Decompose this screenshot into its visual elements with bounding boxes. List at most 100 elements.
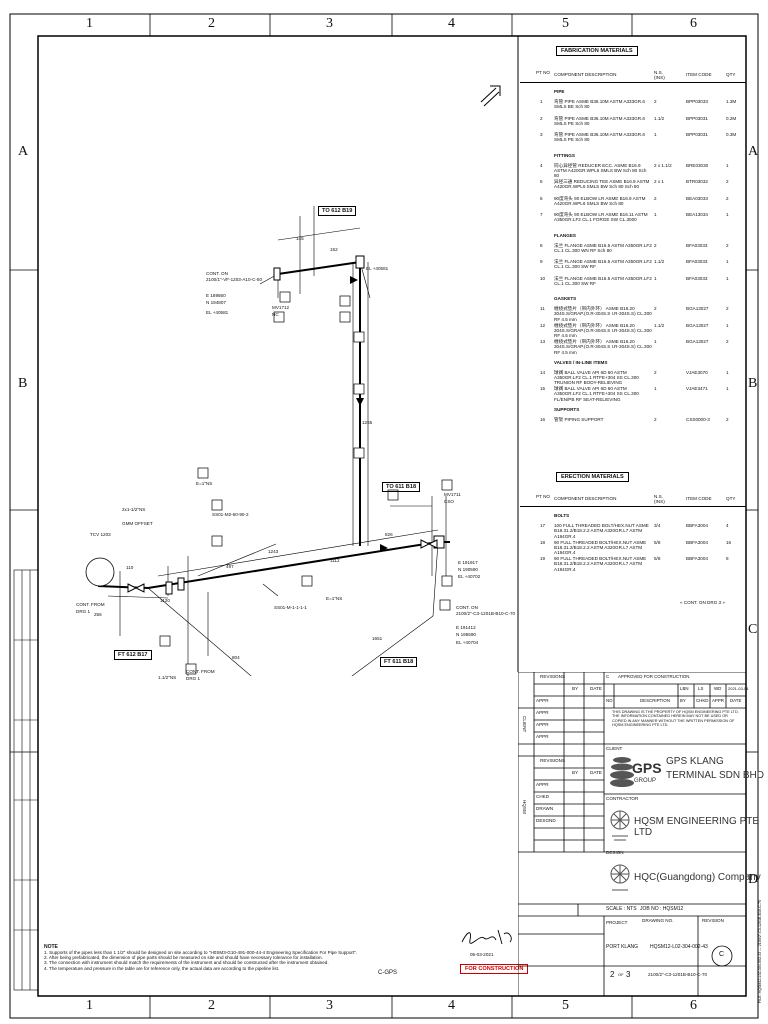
bom-cell-ns: 1 bbox=[654, 339, 657, 344]
signature-date: 05-03-2021 bbox=[470, 952, 494, 957]
bom-cell-desc: 100 FULL THREADED BOLT/HEX.NUT ASME B18.… bbox=[554, 523, 649, 539]
bom-cell-ns: 1 bbox=[654, 275, 657, 281]
rev-row-by: LBN bbox=[680, 686, 689, 691]
side-file-text: FILE: HQSM12-L02-304-002-43 — 2100/2"-C3… bbox=[758, 900, 762, 1003]
appr-5: APPR bbox=[536, 782, 549, 787]
col-ns: N.S. (INS) bbox=[654, 70, 665, 81]
grid-col-2-bottom: 2 bbox=[208, 998, 215, 1013]
isometric-piping-drawing bbox=[85, 85, 501, 676]
sheet-of: OF bbox=[618, 972, 624, 977]
tag-to-612-b19: TO 612 B19 bbox=[318, 206, 357, 216]
erection-title: ERECTION MATERIALS bbox=[556, 472, 629, 482]
signature-icon bbox=[461, 929, 512, 945]
rev-hdr-chkd: CHKD bbox=[696, 698, 709, 703]
bom-cell-qty: 16 bbox=[726, 539, 732, 545]
bom-cell-ns: 1 bbox=[654, 212, 657, 217]
rev-hdr-desc: DESCRIPTION bbox=[640, 698, 671, 703]
bom-cell-code: BPP03033 bbox=[686, 99, 708, 104]
bom-cell-pt: 11 bbox=[540, 306, 545, 311]
bom-cell-desc: 异径三通 REDUCING TEE ASME B16.9 ASTM A420GR… bbox=[554, 179, 650, 190]
rev-row-date: 2021-03-04 bbox=[728, 686, 749, 691]
bom-cell-ns: 1.1/2 bbox=[654, 259, 665, 264]
grid-col-2-top: 2 bbox=[208, 16, 215, 31]
valve-mv1712: MV1712 bbox=[272, 305, 290, 310]
title-block-frame bbox=[518, 672, 746, 996]
bom-cell-desc: 同心异径管 REDUCER ECC. ASME B16.9 ASTM A420G… bbox=[554, 162, 647, 179]
support-label-1: SS01-M2-60-90-2 bbox=[212, 512, 249, 517]
rev-row-chkd: LS bbox=[698, 686, 704, 691]
bom-cell-pt: 5 bbox=[540, 179, 543, 184]
rev-row-no: C bbox=[606, 674, 610, 679]
bom-cell-pt: 4 bbox=[540, 162, 543, 168]
fabrication-header: PT NO COMPONENT DESCRIPTION N.S. (INS) I… bbox=[520, 68, 746, 83]
cgps-label: C-GPS bbox=[378, 970, 398, 976]
bom-cell-code: CSS0000-3 bbox=[686, 416, 710, 422]
bom-cell-qty: 8 bbox=[726, 556, 729, 561]
ecc-reducer-label: 2x1-1/2"NS bbox=[122, 507, 146, 512]
col-pt: PT NO bbox=[536, 494, 550, 499]
rev-row-desc: APPROVED FOR CONSTRUCTION bbox=[618, 674, 690, 679]
bom-cell-qty: 1.3M bbox=[726, 99, 737, 104]
bom-cell-code: BFA03033 bbox=[686, 242, 708, 248]
sheet-number: 2 bbox=[610, 970, 615, 979]
bom-cell-qty: 2 bbox=[726, 242, 729, 248]
bom-cell-ns: 2 x 1 bbox=[654, 179, 664, 184]
bom-cell-code: BEA03033 bbox=[686, 195, 708, 201]
project-label: PROJECT bbox=[606, 920, 628, 925]
grid-row-a-right: A bbox=[748, 144, 759, 159]
bom-cell-ns: 2 bbox=[654, 369, 657, 375]
grid-row-b-right: B bbox=[748, 376, 758, 391]
cont-from-drg-1: DRG 1 bbox=[76, 609, 91, 614]
by-label-1: BY bbox=[572, 686, 579, 691]
bom-cell-desc: 弯管 PIPE ASME B36.10M ASTM A333GR.6 SMLS … bbox=[554, 115, 645, 126]
appr-4: APPR bbox=[536, 734, 549, 739]
line-reference: 2100/2"-C3-1201B-B10-C-70 bbox=[648, 972, 708, 977]
bom-cell-desc: 缠绕式垫片（带内外环） ASME B16.20 304S.S/GRAP.(O.R… bbox=[554, 322, 652, 339]
bom-cell-pt: 2 bbox=[540, 115, 543, 121]
bom-cell-qty: 1 bbox=[726, 369, 729, 375]
bom-cell-pt: 10 bbox=[540, 275, 546, 281]
revision-letter: C bbox=[719, 951, 725, 958]
note-3: 3. The connection with instrument should… bbox=[44, 960, 329, 966]
dim-826: 826 bbox=[385, 532, 393, 537]
bom-cell-code: BBFA3004 bbox=[686, 556, 708, 561]
bom-cell-ns: 3/4 bbox=[654, 523, 661, 528]
gps-logo-text: GPS bbox=[632, 760, 662, 776]
fabrication-table: PT NO COMPONENT DESCRIPTION N.S. (INS) I… bbox=[520, 68, 746, 437]
revisions-label-1: REVISIONS bbox=[540, 674, 566, 679]
bom-cell-qty: 1 bbox=[726, 212, 729, 217]
for-construction-stamp: FOR CONSTRUCTION bbox=[460, 964, 529, 974]
dim-804: 804 bbox=[232, 655, 240, 660]
bom-cell-code: VJAE3471 bbox=[686, 386, 708, 391]
grid-row-c-right: C bbox=[748, 622, 758, 637]
grid-col-5-bottom: 5 bbox=[562, 998, 569, 1013]
col-code: ITEM CODE bbox=[686, 72, 712, 77]
date-label-2: DATE bbox=[590, 770, 602, 775]
bom-cell-pt: 7 bbox=[540, 212, 543, 217]
bom-cell-qty: 2 bbox=[726, 339, 729, 344]
bom-cell-pt: 6 bbox=[540, 195, 543, 201]
bom-cell-desc: 弯管 PIPE ASME B36.10M ASTM A333GR.6 SMLS … bbox=[554, 132, 645, 143]
rev-hdr-no: NO bbox=[606, 698, 613, 703]
coord-n-2: N 195590 bbox=[456, 632, 476, 637]
valve-mv1711: MV1711 bbox=[444, 492, 461, 497]
bom-cell-desc: 缠绕式垫片（带内外环） ASME B16.20 304S.S/GRAP.(O.R… bbox=[554, 306, 652, 322]
col-qty: QTY bbox=[726, 72, 736, 77]
tag-to-611-b18: TO 611 B18 bbox=[382, 482, 421, 492]
cont-from-drg-2: DRG 1 bbox=[186, 676, 201, 681]
drawing-no: HQSM12-L02-304-002-43 bbox=[650, 944, 708, 950]
bom-cell-ns: 2 x 1.1/2 bbox=[654, 162, 672, 168]
bom-cell-code: BFA03033 bbox=[686, 275, 708, 281]
dim-1255: 1255 bbox=[362, 420, 373, 425]
section-header: SUPPORTS bbox=[554, 406, 580, 412]
drawing-no-label: DRAWING NO. bbox=[642, 918, 674, 923]
grid-col-3-top: 3 bbox=[326, 16, 333, 31]
col-code: ITEM CODE bbox=[686, 496, 712, 501]
client-name-line1: GPS KLANG bbox=[666, 756, 724, 767]
section-header: FITTINGS bbox=[554, 152, 575, 158]
tag-ft-611-b18: FT 611 B18 bbox=[380, 657, 418, 667]
section-header: PIPE bbox=[554, 89, 565, 94]
grid-row-a-left: A bbox=[18, 144, 29, 159]
project-name: PORT KLANG bbox=[606, 944, 639, 950]
